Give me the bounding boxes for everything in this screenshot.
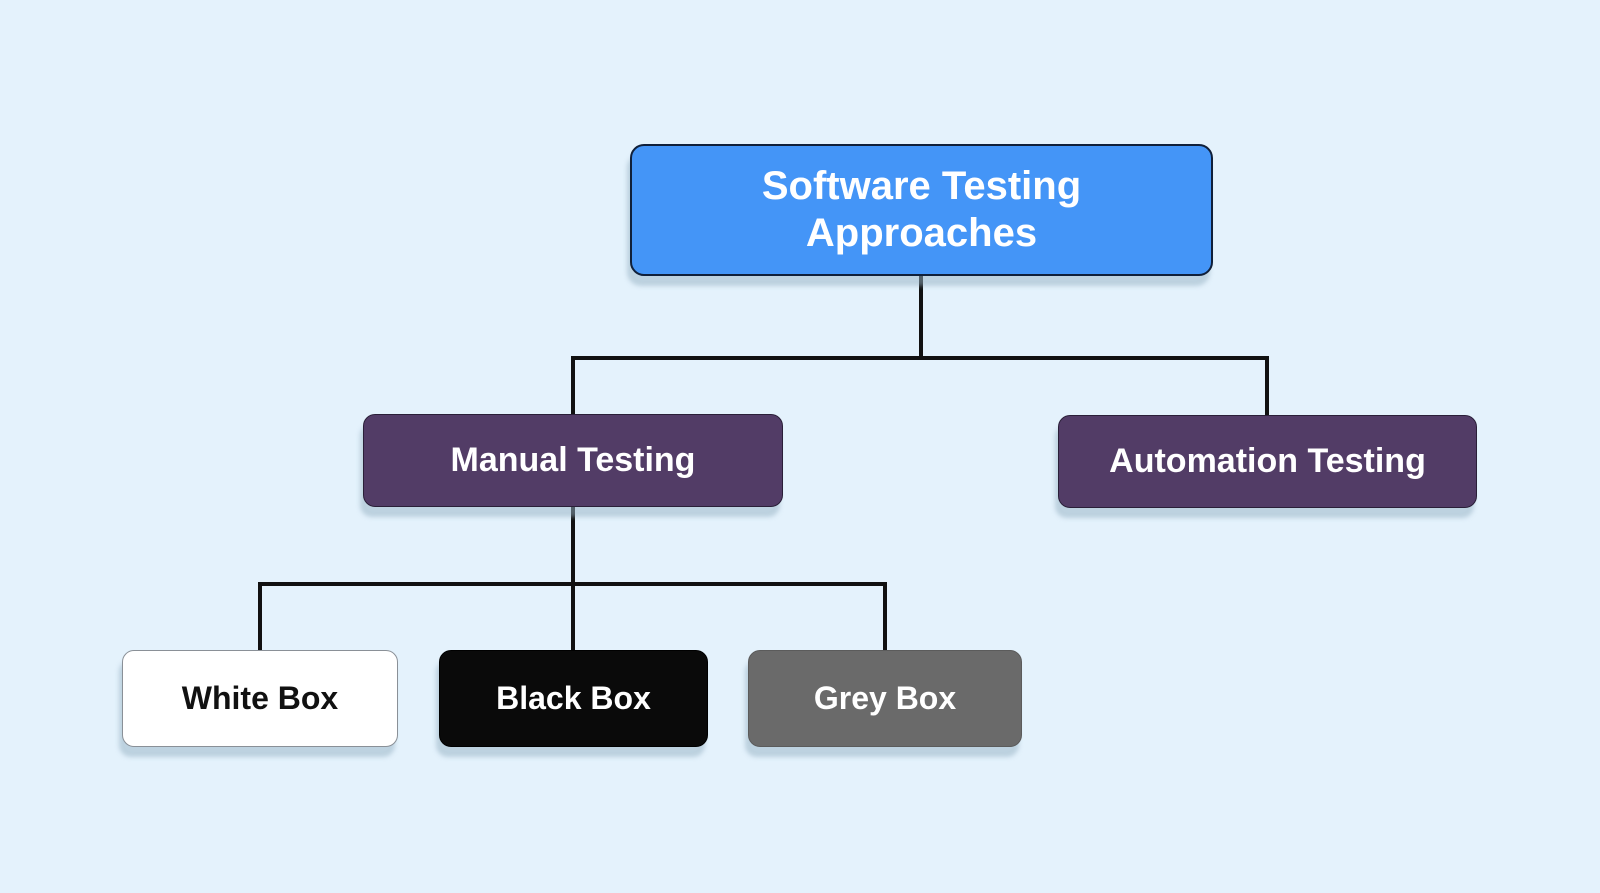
node-software-testing-approaches: Software Testing Approaches	[630, 144, 1213, 276]
node-label: Automation Testing	[1109, 442, 1426, 480]
node-label: Software Testing Approaches	[761, 164, 1082, 255]
node-label: Manual Testing	[450, 441, 696, 479]
connector-top-horizontal	[571, 356, 1269, 360]
connector-stub-grey-box	[883, 582, 887, 650]
connector-stub-manual	[571, 356, 575, 414]
connector-root-trunk	[919, 276, 923, 360]
node-white-box: White Box	[122, 650, 398, 747]
connector-stub-automation	[1265, 356, 1269, 415]
node-automation-testing: Automation Testing	[1058, 415, 1477, 508]
connector-manual-trunk	[571, 507, 575, 650]
node-label: White Box	[181, 680, 339, 716]
node-black-box: Black Box	[439, 650, 708, 747]
connector-bottom-horizontal	[258, 582, 887, 586]
connector-stub-white-box	[258, 582, 262, 650]
node-label: Grey Box	[813, 680, 957, 716]
node-label: Black Box	[496, 680, 651, 716]
node-manual-testing: Manual Testing	[363, 414, 783, 507]
node-grey-box: Grey Box	[748, 650, 1022, 747]
